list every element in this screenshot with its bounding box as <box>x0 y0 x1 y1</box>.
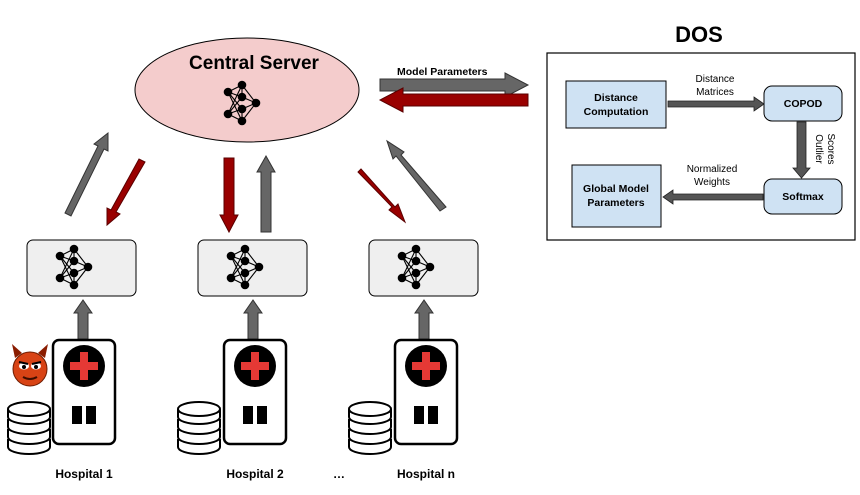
softmax-label: Softmax <box>782 191 824 203</box>
client-arrows <box>64 131 447 234</box>
hospital1-label: Hospital 1 <box>55 467 113 481</box>
client-model-n <box>368 239 479 297</box>
edge-weights-line1: Normalized <box>687 164 738 175</box>
global-parameters-box <box>571 164 662 228</box>
client-model-1 <box>26 239 137 297</box>
clientn-upload-arrow <box>386 139 447 212</box>
malicious-devil-icon <box>12 344 48 387</box>
distance-computation-line2: Computation <box>584 106 649 118</box>
server-dos-link: Model Parameters <box>378 66 530 113</box>
client1-download-arrow <box>106 158 146 227</box>
edge-copod-softmax <box>792 121 811 179</box>
hospital-1 <box>7 338 117 455</box>
global-parameters-line1: Global Model <box>583 183 649 195</box>
hospital-n <box>348 338 459 455</box>
central-server-title: Central Server <box>189 53 320 74</box>
hospital-2 <box>177 338 288 455</box>
edge-weights-line2: Weights <box>694 177 730 188</box>
hospitaln-building-icon <box>393 338 459 446</box>
hospital1-database-icon <box>7 401 51 455</box>
client2-download-arrow <box>219 157 239 234</box>
from-dos-arrow <box>378 87 529 113</box>
hospital2-label: Hospital 2 <box>226 467 284 481</box>
edge-softmax-global <box>662 189 764 205</box>
edge-outlier-line1: Outlier <box>813 134 824 164</box>
dos-panel: DOS Distance Computation COPOD Softmax G… <box>546 22 856 241</box>
client2-upload-arrow <box>256 154 276 233</box>
hospital1-building-icon <box>51 338 117 446</box>
hospital2-to-model-arrow <box>243 299 263 340</box>
copod-box <box>763 85 843 122</box>
dos-title: DOS <box>675 22 723 47</box>
hospital2-building-icon <box>222 338 288 446</box>
hospitaln-to-model-arrow <box>414 299 434 340</box>
edge-distance-line2: Matrices <box>696 87 734 98</box>
client-model-2 <box>197 239 308 297</box>
copod-label: COPOD <box>784 98 823 110</box>
global-parameters-line2: Parameters <box>587 197 644 209</box>
softmax-box <box>763 178 843 215</box>
hospital1-to-model-arrow <box>73 299 93 340</box>
hospitaln-database-icon <box>348 401 392 455</box>
edge-outlier-line2: Scores <box>825 133 836 164</box>
ellipsis-label: … <box>333 467 345 481</box>
hospitaln-label: Hospital n <box>397 467 455 481</box>
edge-distance-copod <box>667 96 765 112</box>
client1-upload-arrow <box>64 131 109 217</box>
clientn-download-arrow <box>357 168 407 224</box>
central-server: Central Server <box>134 37 360 143</box>
hospital2-database-icon <box>177 401 221 455</box>
edge-distance-line1: Distance <box>696 74 735 85</box>
distance-computation-box <box>565 80 667 129</box>
distance-computation-line1: Distance <box>594 92 638 104</box>
model-parameters-label: Model Parameters <box>397 66 488 78</box>
